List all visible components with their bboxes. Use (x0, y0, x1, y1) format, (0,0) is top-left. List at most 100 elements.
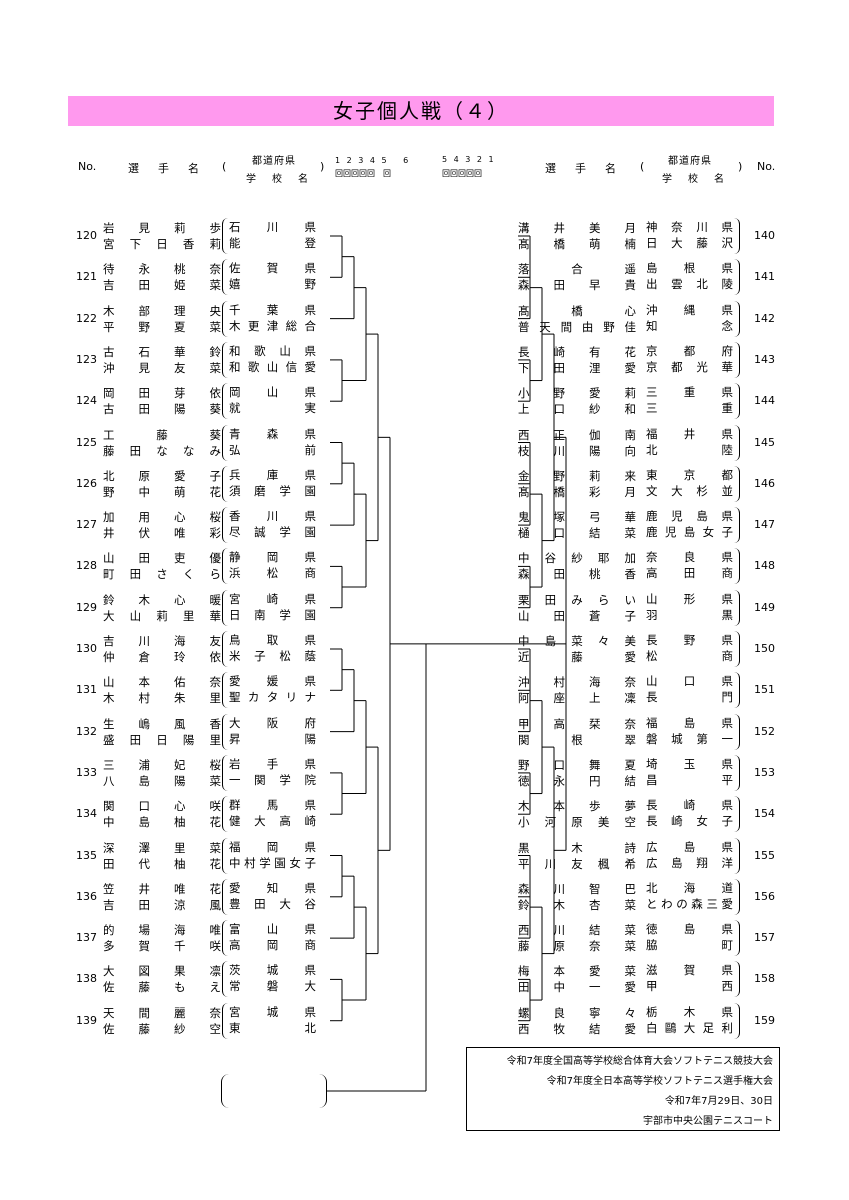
prefecture-name: 富山県 (229, 922, 316, 936)
player-names: 栗田みらい山田蒼子 (518, 592, 636, 624)
info-line-1: 令和7年度全国高等学校総合体育大会ソフトテニス競技大会 (506, 1056, 773, 1067)
entry-number: 149 (754, 601, 775, 614)
prefecture-name: 京都府 (646, 344, 733, 358)
school-box: 三重県三重 (640, 383, 740, 419)
school-box: 島根県出雲北陵 (640, 259, 740, 295)
header-no-right: No. (757, 160, 776, 173)
player-name: 甲高栞奈 (518, 717, 636, 731)
player-name: 長崎有花 (518, 345, 636, 359)
prefecture-name: 島根県 (646, 261, 733, 275)
header-player-left: 選 手 名 (128, 162, 203, 175)
school-name: 京都光華 (646, 360, 733, 374)
player-names: 西正伽南枝川陽向 (518, 427, 636, 459)
empty-entry-box (221, 1074, 327, 1108)
school-name: 一関学院 (229, 773, 316, 787)
school-name: 能登 (229, 236, 316, 250)
player-name: 髙橋心 (518, 304, 636, 318)
school-name: 浜松商 (229, 566, 316, 580)
prefecture-name: 愛媛県 (229, 674, 316, 688)
player-name: 深澤里菜 (103, 841, 221, 855)
player-name: 中島菜々美 (518, 634, 636, 648)
school-name: 広島翔洋 (646, 856, 733, 870)
school-box: 青森県弘前 (222, 425, 322, 461)
player-name: 町田さくら (103, 567, 221, 581)
header-school-right: 学 校 名 (662, 174, 727, 185)
entry-number: 153 (754, 766, 775, 779)
school-box: 埼玉県昌平 (640, 755, 740, 791)
player-names: 笠井唯花吉田涼風 (103, 881, 221, 913)
player-name: 佐藤紗空 (103, 1022, 221, 1036)
prefecture-name: 群馬県 (229, 798, 316, 812)
entry-number: 158 (754, 972, 775, 985)
prefecture-name: 埼玉県 (646, 757, 733, 771)
school-box: 広島県広島翔洋 (640, 838, 740, 874)
school-box: 福井県北陸 (640, 425, 740, 461)
player-name: 小野愛莉 (518, 386, 636, 400)
player-names: 大図果凛佐藤もえ (103, 963, 221, 995)
player-name: 髙橋彩月 (518, 485, 636, 499)
header-prefecture-right: 都道府県 (668, 156, 712, 167)
header-rounds-right-kai: 回回回回回 (442, 169, 482, 178)
player-names: 黒木詩平川友楓希 (518, 840, 636, 872)
school-name: 出雲北陵 (646, 277, 733, 291)
prefecture-name: 福岡県 (229, 840, 316, 854)
player-name: 栗田みらい (518, 593, 636, 607)
school-name: 聖カタリナ (229, 690, 316, 704)
info-line-3: 令和7年7月29日、30日 (664, 1096, 773, 1107)
entry-number: 143 (754, 353, 775, 366)
player-name: 三浦妃桜 (103, 758, 221, 772)
school-name: 須磨学園 (229, 484, 316, 498)
player-name: 加用心桜 (103, 510, 221, 524)
player-name: 阿座上凜 (518, 691, 636, 705)
entry-number: 131 (76, 683, 97, 696)
entry-number: 123 (76, 353, 97, 366)
player-names: 吉川海友仲倉玲依 (103, 633, 221, 665)
school-box: 愛知県豊田大谷 (222, 879, 322, 915)
player-name: 仲倉玲依 (103, 650, 221, 664)
school-box: 大阪府昇陽 (222, 714, 322, 750)
school-name: 長崎女子 (646, 814, 733, 828)
school-box: 静岡県浜松商 (222, 548, 322, 584)
header-rounds-left-kai: 回回回回回 回 (335, 169, 391, 178)
player-name: 八島陽菜 (103, 774, 221, 788)
player-names: 森川智巴鈴木杏菜 (518, 881, 636, 913)
school-box: 沖縄県知念 (640, 301, 740, 337)
player-names: 工藤葵藤田ななみ (103, 427, 221, 459)
school-name: 高田商 (646, 566, 733, 580)
prefecture-name: 宮城県 (229, 1005, 316, 1019)
player-name: 木村朱里 (103, 691, 221, 705)
header-rounds-right-nums: 5 4 3 2 1 (442, 155, 496, 164)
school-name: 嬉野 (229, 277, 316, 291)
player-names: 山本佑奈木村朱里 (103, 674, 221, 706)
prefecture-name: 東京都 (646, 468, 733, 482)
player-name: 吉田姫菜 (103, 278, 221, 292)
school-name: 米子松蔭 (229, 649, 316, 663)
entry-number: 147 (754, 518, 775, 531)
school-box: 鳥取県米子松蔭 (222, 631, 322, 667)
player-names: 待永桃奈吉田姫菜 (103, 261, 221, 293)
school-name: 羽黒 (646, 608, 733, 622)
player-name: 藤田ななみ (103, 444, 221, 458)
page-title: 女子個人戦（４） (68, 96, 774, 126)
entry-number: 120 (76, 229, 97, 242)
entry-number: 128 (76, 559, 97, 572)
header-paren-close-right: ) (738, 160, 743, 173)
school-name: 弘前 (229, 443, 316, 457)
entry-number: 135 (76, 849, 97, 862)
tournament-info-box: 令和7年度全国高等学校総合体育大会ソフトテニス競技大会 令和7年度全日本高等学校… (466, 1047, 780, 1131)
player-names: 髙橋心普天間由野佳 (518, 303, 636, 335)
school-box: 和歌山県和歌山信愛 (222, 342, 322, 378)
player-name: 山田蒼子 (518, 609, 636, 623)
entry-number: 142 (754, 312, 775, 325)
player-name: 木本歩夢 (518, 799, 636, 813)
player-names: 木本歩夢小河原美空 (518, 798, 636, 830)
